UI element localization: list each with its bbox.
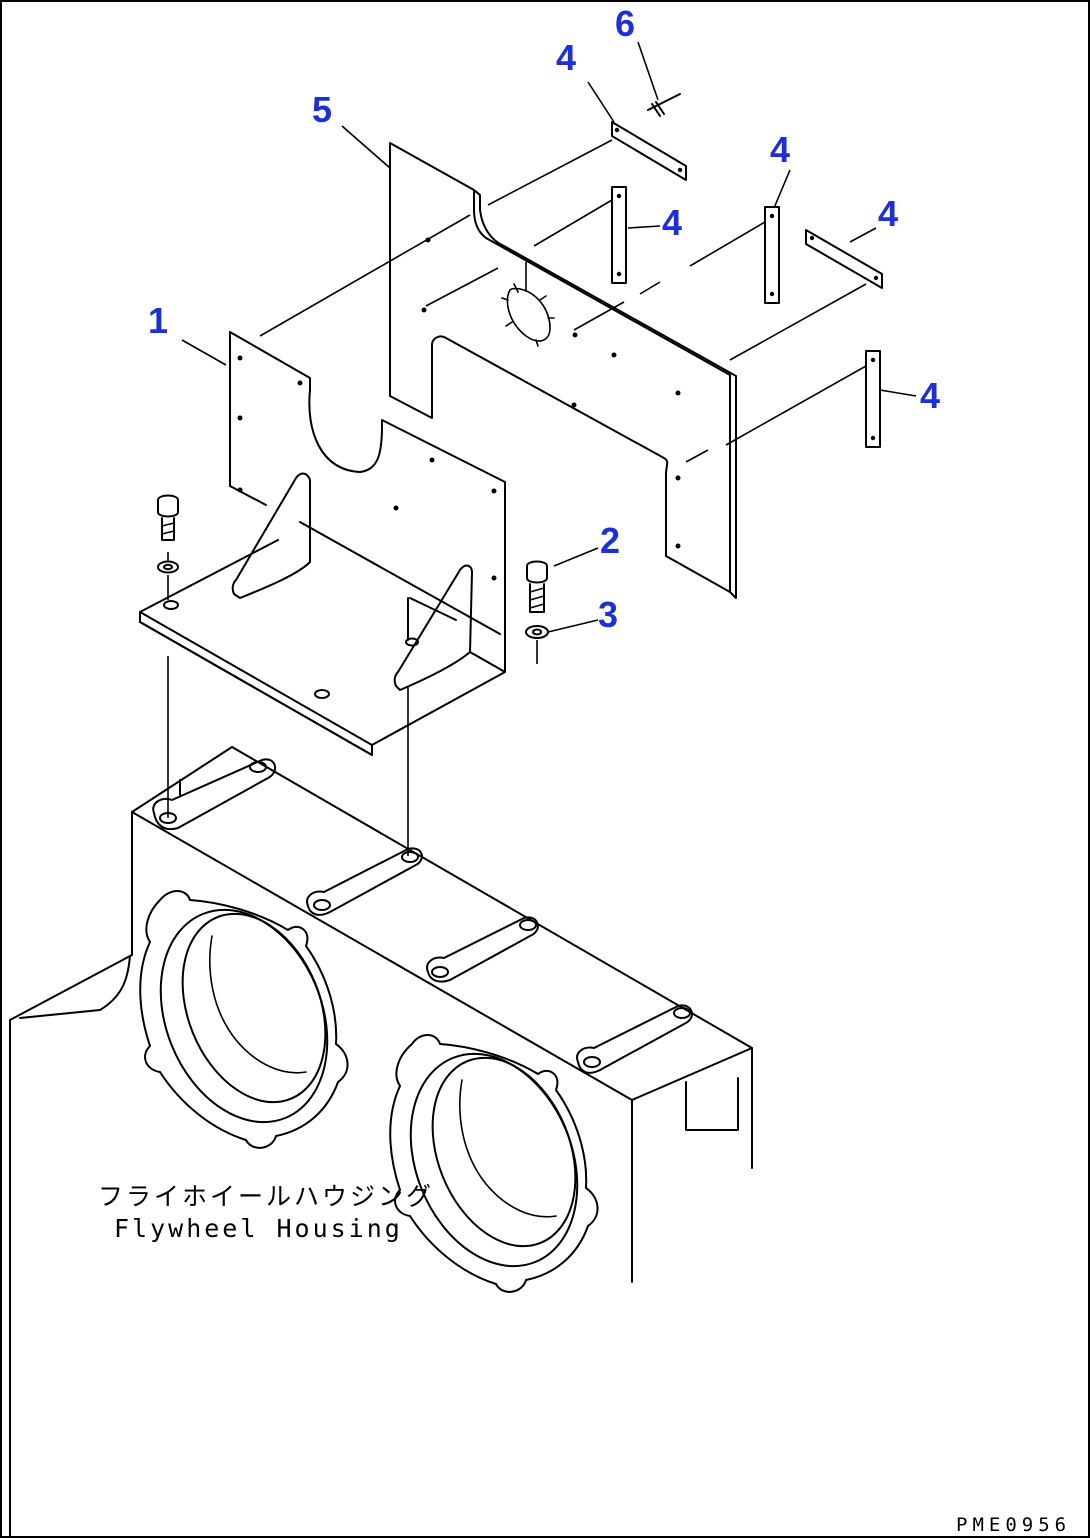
- callout-5: 5: [312, 89, 332, 130]
- part-4-strip: [865, 350, 881, 448]
- mount-pad: [152, 758, 277, 831]
- callout-4: 4: [770, 129, 790, 170]
- callout-4: 4: [662, 202, 682, 243]
- part-4-strip: [611, 121, 687, 181]
- part-3-washer: [525, 625, 549, 639]
- bolt: [157, 494, 179, 541]
- mount-pad: [576, 1004, 693, 1074]
- part-4-strip: [764, 206, 780, 304]
- part-5-cover: [389, 142, 737, 599]
- callout-3: 3: [598, 594, 618, 635]
- mount-pad: [306, 847, 423, 916]
- flywheel-opening: [139, 890, 349, 1149]
- washer: [157, 560, 179, 574]
- flywheel-housing: [9, 746, 753, 1538]
- part-6-pin: [647, 93, 681, 117]
- callout-1: 1: [148, 300, 168, 341]
- assembly-lines: [167, 139, 867, 856]
- callout-4: 4: [920, 375, 940, 416]
- flywheel-housing-label-jp: フライホイールハウジング: [98, 1182, 434, 1211]
- callout-leaders: [181, 41, 917, 633]
- drawing-code: PME0956: [956, 1514, 1071, 1536]
- flywheel-housing-label-en: Flywheel Housing: [114, 1214, 403, 1243]
- part-1-bracket: [139, 331, 506, 756]
- part-2-bolt: [526, 560, 548, 613]
- callout-2: 2: [600, 520, 620, 561]
- callout-4: 4: [878, 193, 898, 234]
- part-4-strip: [805, 229, 883, 289]
- flywheel-opening: [389, 1034, 599, 1293]
- mount-pad: [426, 916, 539, 983]
- callout-4: 4: [556, 37, 576, 78]
- part-4-strip: [611, 186, 627, 284]
- callout-6: 6: [615, 3, 635, 44]
